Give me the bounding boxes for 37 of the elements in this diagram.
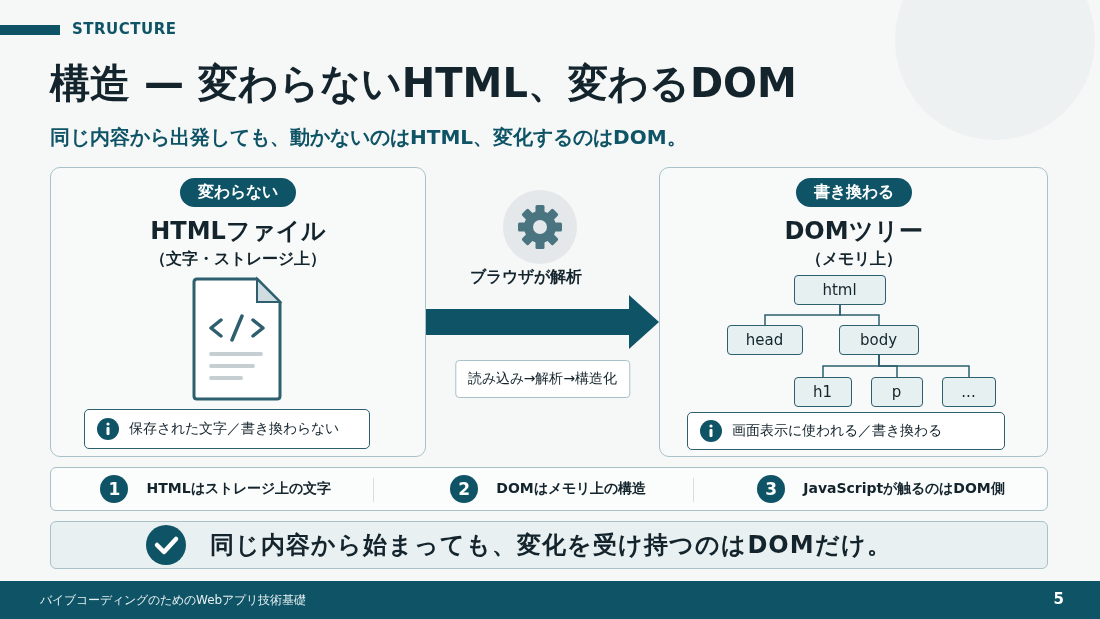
page-number: 5 xyxy=(1053,590,1064,608)
process-arrow xyxy=(426,295,659,349)
panel-card xyxy=(659,167,1048,457)
tree-node-box: head xyxy=(726,324,803,355)
info-note-box xyxy=(83,408,370,449)
tree-connector xyxy=(839,304,880,326)
conclusion-banner xyxy=(50,521,1048,569)
number-badge: 1 xyxy=(100,474,129,503)
status-badge: 変わらない xyxy=(180,178,296,207)
edge-label: 読み込み→解析→構造化 xyxy=(454,360,631,398)
note-text: 保存された文字／書き換わらない xyxy=(128,419,339,438)
number-badge: 2 xyxy=(450,474,479,503)
tree-connector xyxy=(878,354,970,378)
note-text: 画面表示に使われる／書き換わる xyxy=(731,421,942,440)
info-note-box xyxy=(686,411,1005,450)
point-text: HTMLはストレージ上の文字 xyxy=(146,479,331,498)
tree-node-box: ... xyxy=(941,376,996,407)
slide-title: 構造 — 変わらないHTML、変わるDOM xyxy=(50,59,797,108)
conclusion-text: 同じ内容から始まっても、変化を受け持つのはDOMだけ。 xyxy=(210,530,892,561)
panel-title: DOMツリー xyxy=(784,216,923,247)
tree-node-box: body xyxy=(838,324,919,355)
tree-node-box: html xyxy=(793,274,886,305)
section-label: STRUCTURE xyxy=(72,20,177,38)
panel-card xyxy=(50,167,426,457)
slide-subtitle: 同じ内容から出発しても、動かないのはHTML、変化するのはDOM。 xyxy=(50,124,687,151)
points-strip xyxy=(50,467,1048,511)
footer-text: バイブコーディングのためのWebアプリ技術基礎 xyxy=(40,592,307,609)
tree-node-box: h1 xyxy=(793,376,852,407)
point-text: DOMはメモリ上の構造 xyxy=(496,479,646,498)
panel-subtitle: （メモリ上） xyxy=(805,249,902,270)
number-badge: 3 xyxy=(757,474,786,503)
tree-node-box: p xyxy=(870,376,923,407)
panel-subtitle: （文字・ストレージ上） xyxy=(150,249,326,270)
panel-title: HTMLファイル xyxy=(150,216,326,247)
status-badge: 書き換わる xyxy=(795,178,912,207)
point-text: JavaScriptが触るのはDOM側 xyxy=(803,479,1005,498)
step-caption: ブラウザが解析 xyxy=(470,267,582,288)
